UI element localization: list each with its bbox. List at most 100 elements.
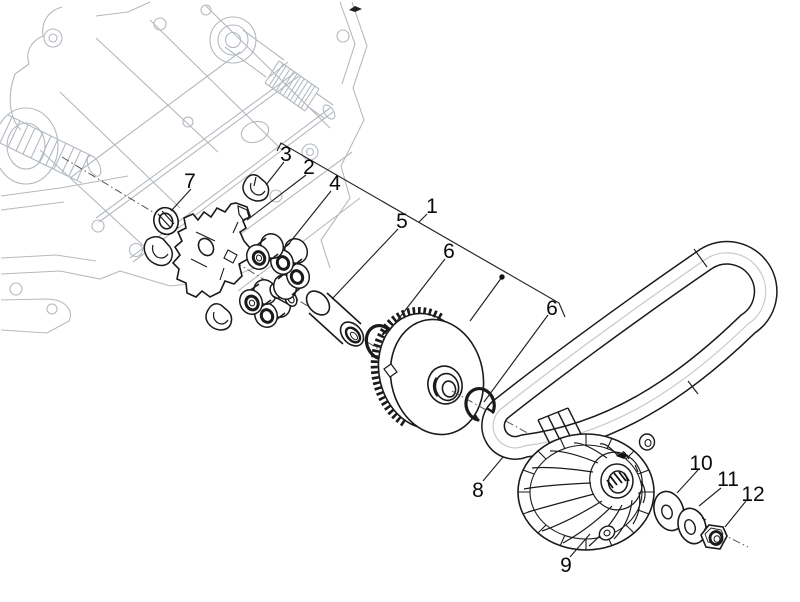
left-shaft-spline-hatch [0,116,90,181]
belt-mid-line [492,252,767,449]
callout-1: 1 [426,195,438,218]
crankshaft-spline-hatch [264,60,320,112]
roller-weights-part4 [238,233,311,328]
bushing-bore-inner [349,331,359,341]
assembly-bracket-line-1 [276,142,566,318]
washer-11-hole [684,519,696,535]
belt-seam-ticks [687,248,708,395]
callout-11: 11 [717,468,739,491]
fan-cone-ring [589,451,643,511]
washer-part10 [653,490,685,532]
case-right-contour [320,1,368,269]
circlip-tips [473,407,495,422]
callout-12: 12 [741,483,764,506]
callout-6-upper: 6 [443,240,455,263]
assembly-reference-dot [499,274,505,280]
left-shaft-cap [86,155,102,177]
leader-line-6-upper [385,258,446,336]
fan-bore-splines [606,471,630,489]
case-flange-outline [9,6,63,131]
back-plate-center-hole [197,237,215,257]
seal-ring-slot [157,210,175,228]
case-rib-lattice-b [39,5,331,251]
callout-10: 10 [689,452,712,475]
back-plate-corner-guide [237,205,250,221]
left-hub-ring [0,107,59,185]
circlip-part6-lower [464,387,496,422]
callout-4: 4 [329,172,341,195]
fan-rotation-arrow [616,453,628,459]
case-hole [153,17,167,31]
leader-line-7 [170,188,192,212]
axis-line-main [61,156,444,389]
callout-3: 3 [280,143,292,166]
fan-boss-top-hole [644,438,652,448]
leader-line-6-lower [483,314,549,403]
roller [272,263,311,300]
case-hole [336,29,350,43]
driving-pulley-half [370,307,485,436]
leader-line-4 [286,190,332,247]
leader-line-11 [698,487,722,507]
callout-9: 9 [560,554,572,577]
guide-shoes-part3 [143,174,270,331]
leader-line-dot [469,276,503,322]
callout-8: 8 [472,479,484,502]
seal-ring-inner [158,212,174,230]
leader-line-8 [482,456,504,482]
fan-wheel-part9 [517,433,656,551]
belt-cog-notches [537,407,582,447]
case-top-edge [95,1,151,17]
case-hole [200,4,212,16]
roller-bore [259,308,275,324]
guide-shoe-top-notch [249,176,266,196]
v-belt-part8 [481,240,778,460]
guide-shoe-left [143,236,174,267]
case-hole [91,219,105,233]
nut-bore-inner [713,535,721,543]
callout-leaders [170,142,747,558]
leader-line-2 [246,174,307,221]
back-plate-notch [223,249,238,264]
circlip-ring [464,387,496,422]
crankshaft-tip [306,92,334,119]
back-plate-part2 [171,202,251,298]
fan-boss-bottom-hole [603,529,611,537]
leader-line-12 [724,500,747,528]
crankshaft-tip-cap [322,104,336,120]
roller-bore-inner [248,299,256,307]
roller [245,233,285,270]
pulley-teeth [370,307,443,427]
leader-line-10 [676,469,699,494]
roller-bore [289,269,305,285]
callout-6-lower: 6 [546,297,558,320]
callout-2: 2 [303,156,315,179]
roller-bore [275,255,291,271]
pulley-hub-bore [441,380,457,398]
case-hole [46,303,58,315]
callout-7: 7 [184,170,196,193]
bushing-far-cap [305,290,331,316]
case-hole [182,116,194,128]
seal-ring-part7 [153,206,179,236]
case-hole [269,189,283,203]
case-hole [128,242,144,258]
pulley-bore-shading [432,377,440,397]
roller-bore-inner [255,254,263,262]
guide-shoe-bottom-notch [212,311,229,325]
case-right-contour-2 [339,1,356,85]
nut-part12 [700,524,728,550]
crankshaft-bearing-ring [209,16,257,64]
leader-line-1 [418,213,428,223]
callout-labels: 1 2 3 4 5 6 6 7 8 9 10 11 12 [184,143,765,577]
case-lug [240,120,270,144]
case-mark-chevron [349,6,362,12]
belt-face [482,242,777,459]
crankshaft-bearing-ring [224,31,242,49]
washer-part11 [677,507,709,545]
leader-line-3 [265,161,285,186]
guide-shoe-bottom [205,303,233,331]
case-hole [9,282,23,296]
case-bolt-hole [48,33,58,43]
